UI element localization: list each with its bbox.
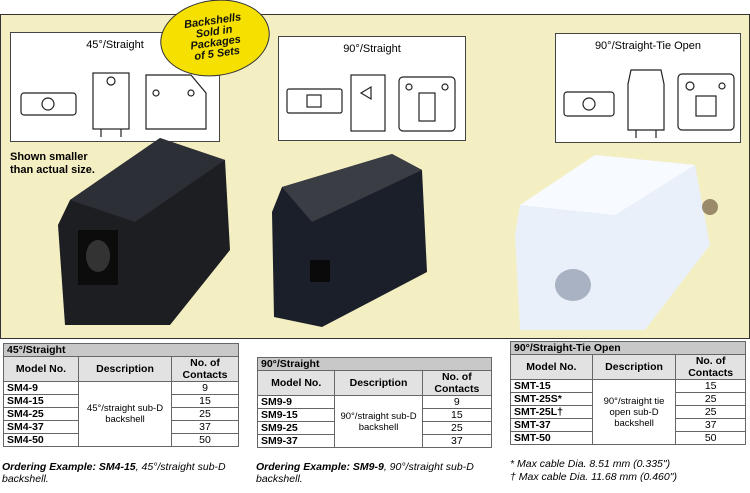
diagram-90-straight-tie-open-drawing bbox=[563, 69, 735, 138]
contacts-cell: 9 bbox=[421, 395, 493, 409]
header-model: Model No. bbox=[3, 356, 79, 382]
ordering-label: Ordering Example: bbox=[256, 461, 350, 473]
table-row: SM9-15 15 bbox=[256, 408, 493, 422]
model-cell: SM4-25 bbox=[3, 407, 79, 421]
diagram-title: 45°/Straight bbox=[86, 39, 144, 51]
model-cell: SM9-15 bbox=[256, 408, 336, 422]
ordering-text: , 45°/straight sub-D backshell. bbox=[2, 461, 226, 485]
table-row: SM4-25 25 bbox=[3, 407, 239, 421]
table-row: SM9-9 90°/straight sub-D backshell 9 bbox=[256, 395, 493, 448]
model-cell: SMT-25S* bbox=[510, 392, 593, 406]
backshell-45-straight-photo bbox=[58, 138, 230, 325]
spec-table-90-straight: 90°/Straight Model No. Description No. o… bbox=[256, 357, 493, 448]
header-description: Description bbox=[591, 354, 677, 380]
model-cell: SM4-37 bbox=[3, 420, 79, 434]
contacts-cell: 37 bbox=[675, 418, 746, 432]
model-cell: SM9-9 bbox=[256, 395, 336, 409]
contacts-cell: 50 bbox=[675, 431, 746, 445]
diagram-45-straight-drawing bbox=[20, 72, 207, 137]
model-cell: SM4-15 bbox=[3, 394, 79, 408]
model-cell: SMT-50 bbox=[510, 431, 593, 445]
description-cell: 90°/straight sub-D backshell bbox=[334, 395, 423, 448]
contacts-cell: 15 bbox=[421, 408, 493, 422]
ordering-model: SM9-9 bbox=[352, 461, 384, 473]
model-cell: SM9-25 bbox=[256, 421, 336, 435]
model-cell: SMT-37 bbox=[510, 418, 593, 432]
table-row: SM4-9 45°/straight sub-D backshell 9 bbox=[3, 381, 239, 447]
diagram-box-90-straight: 90°/Straight bbox=[278, 36, 466, 141]
diagram-title: 90°/Straight-Tie Open bbox=[594, 40, 702, 52]
table-row: SMT-15 90°/straight tie open sub-D backs… bbox=[510, 379, 746, 445]
header-model: Model No. bbox=[256, 370, 336, 396]
backshell-90-straight-tie-open-photo bbox=[515, 155, 718, 330]
contacts-cell: 37 bbox=[171, 420, 239, 434]
model-cell: SM4-50 bbox=[3, 433, 79, 447]
badge-text: Backshells Sold in Packages of 5 Sets bbox=[183, 11, 242, 63]
model-cell: SMT-15 bbox=[510, 379, 593, 393]
spec-table-45-straight: 45°/Straight Model No. Description No. o… bbox=[3, 343, 239, 447]
footnote-1: * Max cable Dia. 8.51 mm (0.335") bbox=[510, 458, 671, 470]
footnote-2: † Max cable Dia. 11.68 mm (0.460") bbox=[510, 471, 677, 483]
diagram-box-90-straight-tie-open: 90°/Straight-Tie Open bbox=[555, 33, 741, 143]
header-contacts: No. of Contacts bbox=[675, 354, 746, 380]
ordering-model: SM4-15 bbox=[98, 461, 136, 473]
model-cell: SM4-9 bbox=[3, 381, 79, 395]
contacts-cell: 25 bbox=[421, 421, 493, 435]
header-model: Model No. bbox=[510, 354, 593, 380]
model-cell: SM9-37 bbox=[256, 434, 336, 448]
ordering-text: , 90°/straight sub-D backshell. bbox=[256, 461, 474, 485]
table-row: SM9-37 37 bbox=[256, 434, 493, 448]
table-row: SMT-50 50 bbox=[510, 431, 746, 445]
table-row: SM4-50 50 bbox=[3, 433, 239, 447]
contacts-cell: 37 bbox=[421, 434, 493, 448]
header-description: Description bbox=[78, 356, 172, 382]
ordering-label: Ordering Example: bbox=[2, 461, 96, 473]
size-note: Shown smaller than actual size. bbox=[10, 151, 95, 176]
table-caption: 90°/Straight-Tie Open bbox=[510, 341, 746, 355]
contacts-cell: 15 bbox=[675, 379, 746, 393]
contacts-cell: 50 bbox=[171, 433, 239, 447]
table-block-90-straight: 90°/Straight Model No. Description No. o… bbox=[256, 357, 493, 448]
contacts-cell: 25 bbox=[675, 392, 746, 406]
ordering-example-45: Ordering Example: SM4-15, 45°/straight s… bbox=[2, 461, 252, 485]
contacts-cell: 15 bbox=[171, 394, 239, 408]
diagram-90-straight-drawing bbox=[286, 74, 456, 132]
spec-table-90-straight-tie-open: 90°/Straight-Tie Open Model No. Descript… bbox=[510, 341, 746, 445]
header-contacts: No. of Contacts bbox=[171, 356, 239, 382]
table-caption: 90°/Straight bbox=[257, 357, 492, 371]
model-cell: SMT-25L† bbox=[510, 405, 593, 419]
description-cell: 90°/straight tie open sub-D backshell bbox=[591, 379, 677, 445]
table-block-90-straight-tie-open: 90°/Straight-Tie Open Model No. Descript… bbox=[510, 341, 746, 445]
header-contacts: No. of Contacts bbox=[421, 370, 493, 396]
header-description: Description bbox=[334, 370, 423, 396]
table-block-45-straight: 45°/Straight Model No. Description No. o… bbox=[3, 343, 239, 447]
contacts-cell: 9 bbox=[171, 381, 239, 395]
backshell-90-straight-photo bbox=[272, 154, 427, 327]
contacts-cell: 25 bbox=[171, 407, 239, 421]
table-caption: 45°/Straight bbox=[3, 343, 239, 357]
description-cell: 45°/straight sub-D backshell bbox=[78, 381, 172, 447]
diagram-title: 90°/Straight bbox=[343, 43, 401, 55]
ordering-example-90: Ordering Example: SM9-9, 90°/straight su… bbox=[256, 461, 506, 485]
contacts-cell: 25 bbox=[675, 405, 746, 419]
